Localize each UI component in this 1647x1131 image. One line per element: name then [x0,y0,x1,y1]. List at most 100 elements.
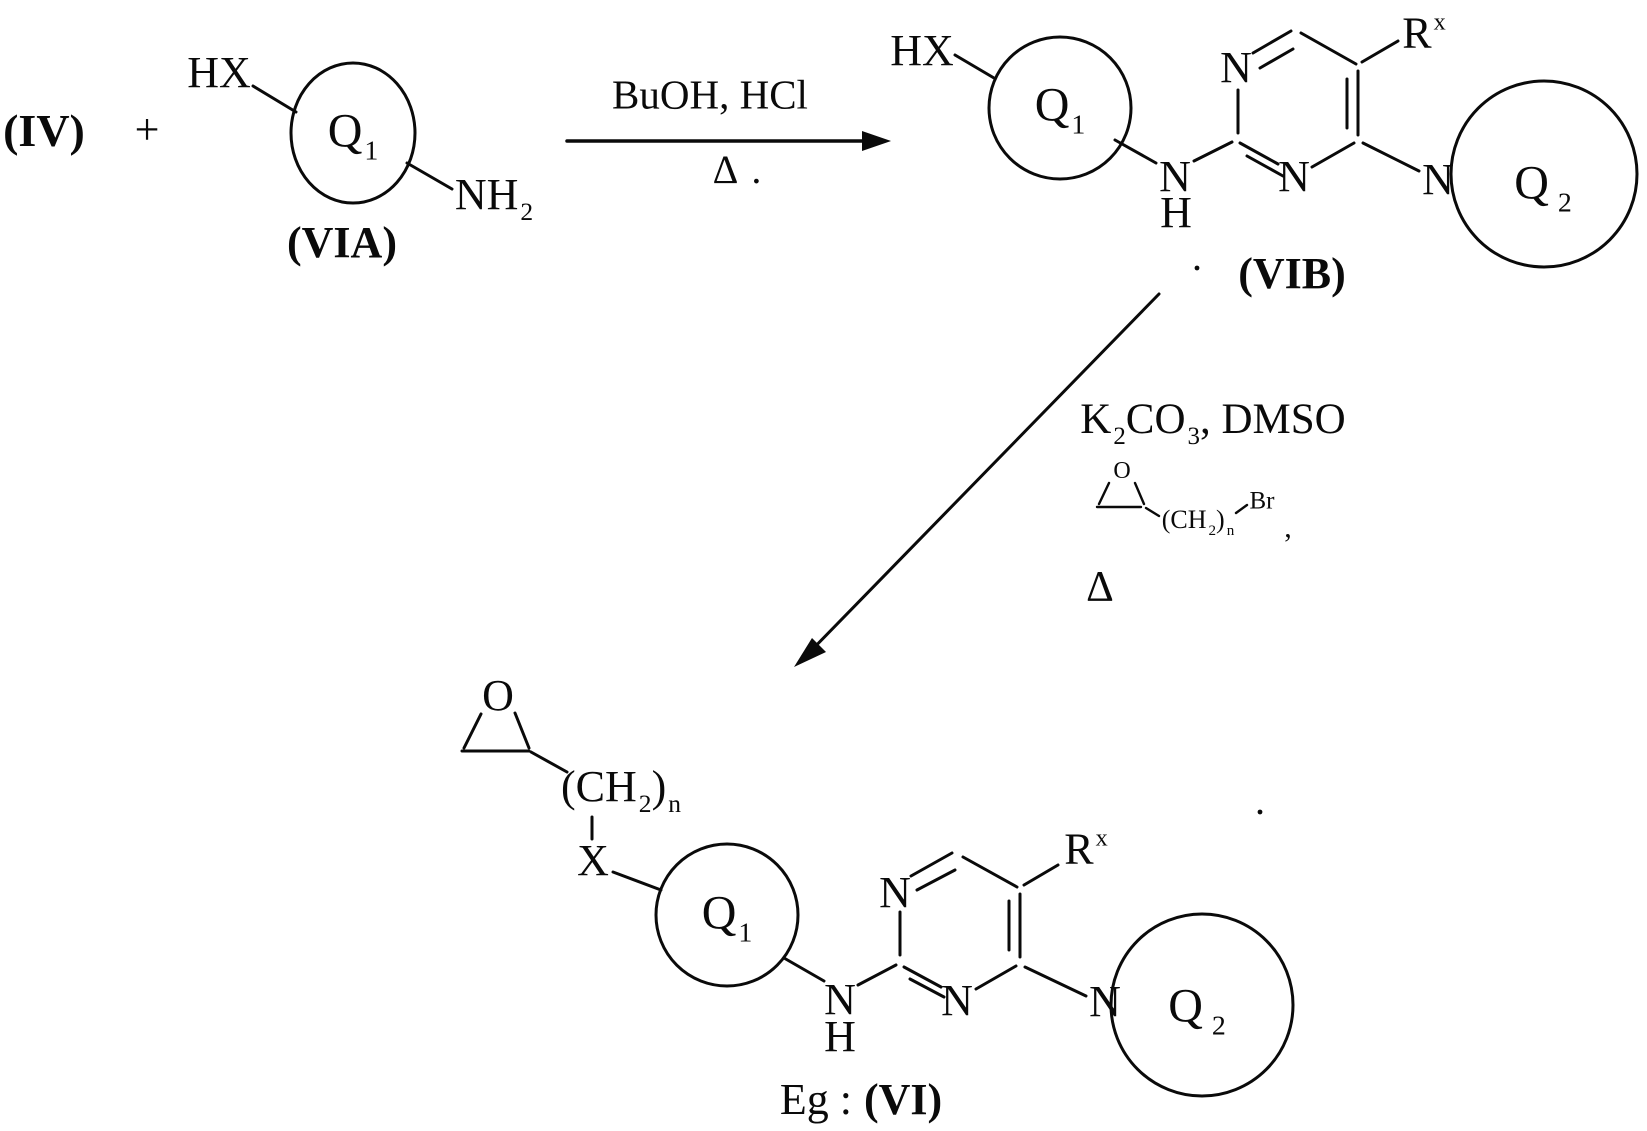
vib-q1-circle [987,35,1133,181]
vi-q2-subscript: 2 [1211,1009,1226,1041]
vi-ch2-label: (CH2)n [561,765,681,817]
vi-bond-c4-n [1023,965,1088,998]
scan-speck [1194,265,1200,271]
step2-epoxide-o-text: O [1113,458,1131,484]
vib-nh-n-text: N [1159,152,1191,201]
via-bond-q1-nh2 [405,161,454,191]
vi-x-label: X [577,839,609,883]
vib-bond-q1-n [1113,138,1158,165]
vi-q1-circle [654,842,800,988]
plus-sign: + [135,108,160,152]
vi-q2-base: Q [1168,979,1203,1033]
vib-ring-n-top: N [1220,46,1252,90]
vi-x-text: X [577,836,609,885]
vib-ring-bond-n1-c6-a [1251,29,1293,55]
vi-q1-label: Q1 [702,889,753,946]
vi-ring-bond-n1-c6-a [909,851,954,878]
vib-rx-label: Rx [1402,10,1445,55]
step2-epoxide-left [1097,481,1111,506]
vib-ring-bond-c6-c5 [1299,31,1358,66]
vib-nh-h-text: H [1160,188,1192,237]
step2-ch2-n: n [1226,522,1235,539]
vib-ring-bond-c4-n3 [1310,141,1356,169]
vib-bond-n-ring [1192,140,1234,163]
step2-epoxide-o-label: O [1113,459,1130,483]
step1-reagents: BuOH, HCl [612,71,808,118]
via-q1-subscript: 1 [364,134,379,166]
vi-bond-n-ring [856,963,898,987]
vib-ring-n-bottom: N [1278,155,1310,199]
step2-co: CO [1125,395,1186,443]
vi-ring-bond-c4-n3 [974,964,1018,991]
vi-ring-n-bottom: N [941,979,973,1023]
vib-ring-bond-n3-c2-a [1238,141,1280,166]
vi-amine-n-text: N [1089,977,1121,1026]
vib-q1-base: Q [1034,78,1070,132]
vib-q1-subscript: 1 [1071,108,1086,140]
vib-q2-circle [1449,79,1639,269]
step2-arrow-line [801,292,1161,661]
via-label: (VIA) [287,221,397,265]
vi-epoxide-o-label: O [482,674,514,718]
vi-nh-h-text: H [824,1012,856,1061]
step2-dmso: , DMSO [1199,395,1346,443]
vi-bond-q1-n [782,956,826,983]
step1-reagents-text: BuOH, HCl [612,71,808,118]
step2-delta: Δ [1086,566,1114,609]
vib-q1-label: Q1 [1035,81,1086,138]
vib-ring-bond-n1-c6-b [1258,47,1295,70]
step2-k-subscript: 2 [1113,423,1126,451]
vi-bond-c5-rx [1022,863,1060,887]
vib-q2-base: Q [1514,156,1549,210]
via-q1-label: Q1 [328,107,379,164]
step1-delta: Δ [712,147,739,192]
step2-ch2-subscript: 2 [1208,522,1217,539]
vi-q2-circle [1109,912,1295,1098]
vi-ring-n-bottom-text: N [941,976,973,1025]
step2-co-subscript: 3 [1187,423,1200,451]
vib-hx-text: HX [890,26,954,75]
vib-rx-base: R [1402,8,1432,58]
vi-ring-n-top: N [879,871,911,915]
iv-label: (IV) [3,108,85,154]
step2-br-label: Br [1250,489,1275,514]
vi-ch2-close: ) [651,762,667,812]
step2-bond-ch2-br [1234,503,1249,515]
via-label-text: (VIA) [287,218,397,267]
vi-bond-epoxide-ch2 [529,750,569,774]
step2-arrowhead [794,638,826,667]
vib-bond-hx-q1 [953,53,996,80]
via-hx-label: HX [187,51,251,95]
vi-q1-subscript: 1 [738,916,753,948]
step2-ch2-close: ) [1216,505,1225,535]
vib-label: (VIB) [1238,252,1346,296]
vi-ch2-open: (CH [561,762,637,812]
vib-label-text: (VIB) [1238,249,1346,298]
via-q1-base: Q [327,104,363,158]
vib-amine-n: N [1422,158,1454,202]
via-hx-text: HX [187,48,251,97]
vib-q2-subscript: 2 [1557,186,1572,218]
vi-ch2-n: n [668,789,681,819]
vi-epoxide-o-text: O [482,671,514,720]
vib-amine-n-text: N [1422,155,1454,204]
step2-ch2-open: (CH [1161,505,1207,535]
scan-speck [1257,809,1263,815]
step2-br-text: Br [1249,487,1275,515]
step2-epoxide-right [1133,481,1146,506]
via-nh2-subscript: 2 [520,197,534,227]
vib-ring-bond-n3-c2-b [1245,154,1285,178]
step2-comma: , [1284,513,1292,543]
vi-rx-base: R [1064,824,1094,874]
vib-ring-n-top-text: N [1220,43,1252,92]
vi-ring-bond-n1-c6-b [915,868,957,892]
vi-epoxide-left [462,712,483,750]
step2-reagents: K2CO3, DMSO [1080,398,1346,450]
vi-rx-label: Rx [1064,826,1107,871]
vi-bond-x-q1 [611,870,663,892]
step1-conditions: Δ. [713,150,762,190]
